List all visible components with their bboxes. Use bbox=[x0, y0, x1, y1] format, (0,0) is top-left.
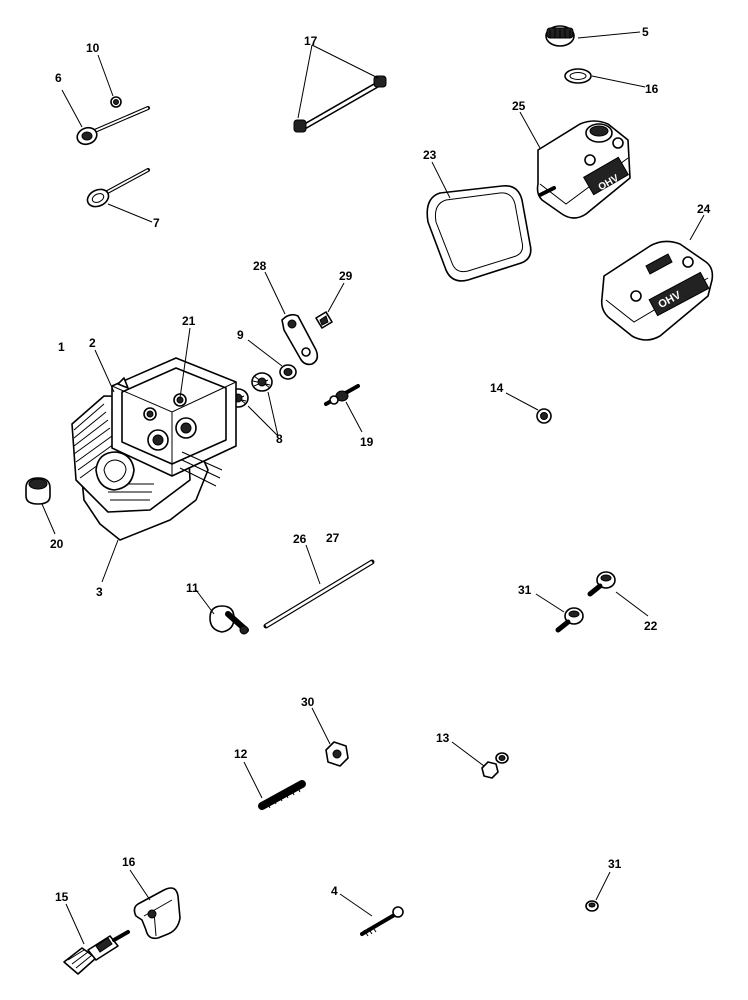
callout-13: 13 bbox=[436, 731, 450, 745]
part-cylinder-head bbox=[71, 357, 237, 541]
callout-26: 26 bbox=[293, 532, 307, 546]
callout-25: 25 bbox=[512, 99, 526, 113]
part-stem-seal bbox=[25, 477, 51, 505]
part-screw-22 bbox=[587, 571, 616, 597]
callout-16-top: 16 bbox=[645, 82, 659, 96]
part-plug-boot bbox=[133, 887, 181, 940]
callout-28: 28 bbox=[253, 259, 267, 273]
callout-8: 8 bbox=[276, 432, 283, 446]
callout-31-middle: 31 bbox=[518, 583, 532, 597]
callout-31-bottom: 31 bbox=[608, 857, 622, 871]
callout-22: 22 bbox=[644, 619, 658, 633]
part-retainer bbox=[279, 364, 297, 380]
part-tappet bbox=[209, 605, 249, 635]
callout-30: 30 bbox=[301, 695, 315, 709]
callout-23: 23 bbox=[423, 148, 437, 162]
callout-3: 3 bbox=[96, 585, 103, 599]
callout-17: 17 bbox=[304, 34, 318, 48]
part-cover-gasket bbox=[426, 184, 532, 282]
part-rocker-arm bbox=[281, 313, 319, 366]
callout-11: 11 bbox=[186, 581, 199, 595]
callout-29: 29 bbox=[339, 269, 353, 283]
callout-12: 12 bbox=[234, 747, 248, 761]
part-rocker-cover-25: OHV bbox=[536, 120, 631, 219]
part-push-rod bbox=[263, 559, 375, 629]
part-nut-14 bbox=[536, 408, 552, 424]
callout-7: 7 bbox=[153, 216, 160, 230]
callout-16-bottom: 16 bbox=[122, 855, 136, 869]
callout-15: 15 bbox=[55, 890, 69, 904]
part-valve-6 bbox=[76, 106, 150, 146]
callout-19: 19 bbox=[360, 435, 374, 449]
callout-20: 20 bbox=[50, 537, 64, 551]
callout-5: 5 bbox=[642, 25, 649, 39]
part-valve-7 bbox=[86, 168, 150, 208]
part-spark-plug bbox=[63, 930, 130, 975]
callout-21: 21 bbox=[182, 314, 196, 328]
part-oil-cap bbox=[545, 25, 575, 47]
part-shaft bbox=[293, 75, 387, 133]
part-keeper-10 bbox=[110, 96, 122, 108]
part-seal-ring bbox=[564, 68, 592, 84]
callout-27: 27 bbox=[326, 531, 340, 545]
part-bolt-4 bbox=[360, 906, 404, 937]
part-rocker-cover-24: OHV bbox=[600, 240, 714, 341]
callout-24: 24 bbox=[697, 202, 711, 216]
part-rocker-ball bbox=[315, 311, 333, 329]
part-rocker-stud bbox=[324, 384, 360, 406]
part-stud-12 bbox=[258, 780, 306, 810]
part-nut-13 bbox=[481, 752, 509, 779]
callout-2: 2 bbox=[89, 336, 96, 350]
callout-1: 1 bbox=[58, 340, 65, 354]
part-screw-31b bbox=[585, 900, 599, 912]
callout-14: 14 bbox=[490, 381, 504, 395]
callout-6: 6 bbox=[55, 71, 62, 85]
callout-9: 9 bbox=[237, 328, 244, 342]
callout-4: 4 bbox=[331, 884, 338, 898]
part-nut-30 bbox=[325, 741, 349, 767]
part-screw-31a bbox=[555, 607, 584, 633]
callout-10: 10 bbox=[86, 41, 100, 55]
